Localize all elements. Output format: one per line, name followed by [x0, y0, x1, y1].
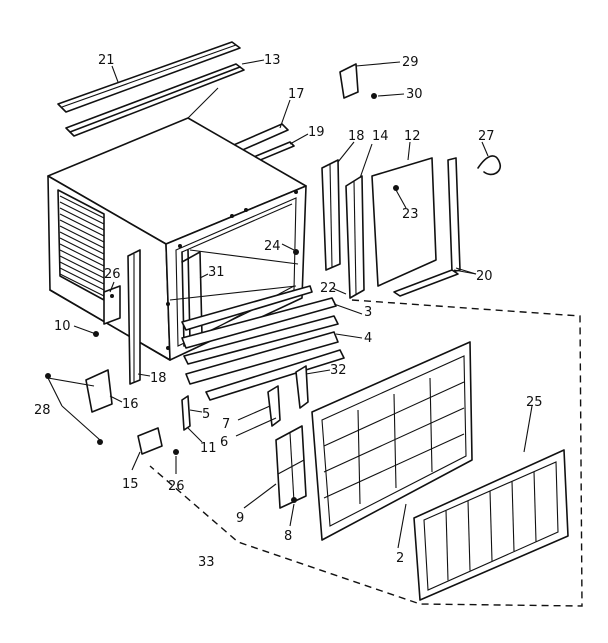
- callout-13: 13: [264, 53, 281, 68]
- leader-lines: [47, 59, 533, 549]
- corner-post-18-left: [127, 249, 141, 385]
- filter-strip-22: [181, 285, 313, 331]
- filter-grille-25: [413, 449, 569, 601]
- callout-23: 23: [402, 207, 419, 222]
- screw-28-top: [45, 373, 51, 379]
- callout-26: 26: [104, 267, 121, 282]
- callout-27: 27: [478, 129, 495, 144]
- callout-17: 17: [288, 87, 305, 102]
- filter-9: [275, 425, 307, 509]
- filter-strip-3: [181, 297, 339, 365]
- callout-32: 32: [330, 363, 347, 378]
- screw-30: [371, 93, 377, 99]
- callout-26: 26: [168, 479, 185, 494]
- side-strip-14: [345, 175, 365, 299]
- callout-9: 9: [236, 511, 244, 526]
- callout-33: 33: [198, 555, 215, 570]
- callout-6: 6: [220, 435, 228, 450]
- small-part-5: [181, 395, 191, 431]
- front-panel-2: [311, 341, 473, 541]
- callout-8: 8: [284, 529, 292, 544]
- mount-16: [85, 369, 113, 413]
- callout-7: 7: [222, 417, 230, 432]
- callout-25: 25: [526, 395, 543, 410]
- callout-4: 4: [364, 331, 372, 346]
- clip-27: [477, 155, 502, 176]
- side-bracket-26: [103, 285, 121, 325]
- callout-15: 15: [122, 477, 139, 492]
- screw-24: [293, 249, 299, 255]
- callout-24: 24: [264, 239, 281, 254]
- corner-post-18-right: [321, 159, 341, 271]
- callout-22: 22: [320, 281, 337, 296]
- angle-strip-20: [393, 157, 461, 297]
- callout-18: 18: [150, 371, 167, 386]
- callout-30: 30: [406, 87, 423, 102]
- inner-rail-31: [181, 251, 203, 337]
- side-louver-grille: [57, 189, 105, 301]
- callout-31: 31: [208, 265, 225, 280]
- callout-10: 10: [54, 319, 71, 334]
- callout-18: 18: [348, 129, 365, 144]
- callout-16: 16: [122, 397, 139, 412]
- filter-strip-4: [185, 331, 345, 401]
- callout-5: 5: [202, 407, 210, 422]
- screw-26: [173, 449, 179, 455]
- side-panel-12: [371, 157, 437, 287]
- callout-21: 21: [98, 53, 115, 68]
- bracket-7: [267, 385, 281, 427]
- callout-11: 11: [200, 441, 217, 456]
- callout-3: 3: [364, 305, 372, 320]
- bracket-29: [339, 63, 359, 99]
- callout-2: 2: [396, 551, 404, 566]
- screw-23: [393, 185, 399, 191]
- screw-8: [291, 497, 297, 503]
- callout-28: 28: [34, 403, 51, 418]
- assembly-33-outline: [149, 299, 583, 607]
- bracket-15: [137, 427, 163, 455]
- callout-12: 12: [404, 129, 421, 144]
- bracket-32: [295, 365, 309, 409]
- callout-19: 19: [308, 125, 325, 140]
- top-trim-strip-13: [65, 63, 245, 137]
- callout-29: 29: [402, 55, 419, 70]
- screw-28-bottom: [97, 439, 103, 445]
- callout-20: 20: [476, 269, 493, 284]
- top-trim-strip-21: [57, 41, 241, 113]
- callout-14: 14: [372, 129, 389, 144]
